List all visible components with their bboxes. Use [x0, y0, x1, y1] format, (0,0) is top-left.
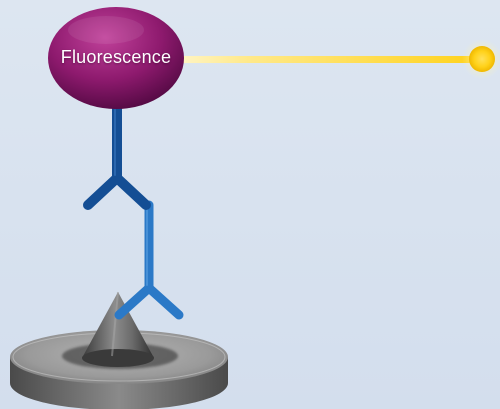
secondary-antibody	[88, 104, 146, 205]
fluorophore-label: Fluorescence	[48, 47, 184, 68]
primary-antibody	[119, 205, 179, 315]
antigen-cone	[82, 292, 154, 367]
emission-beam	[170, 56, 482, 63]
emitted-light-icon	[462, 39, 500, 79]
